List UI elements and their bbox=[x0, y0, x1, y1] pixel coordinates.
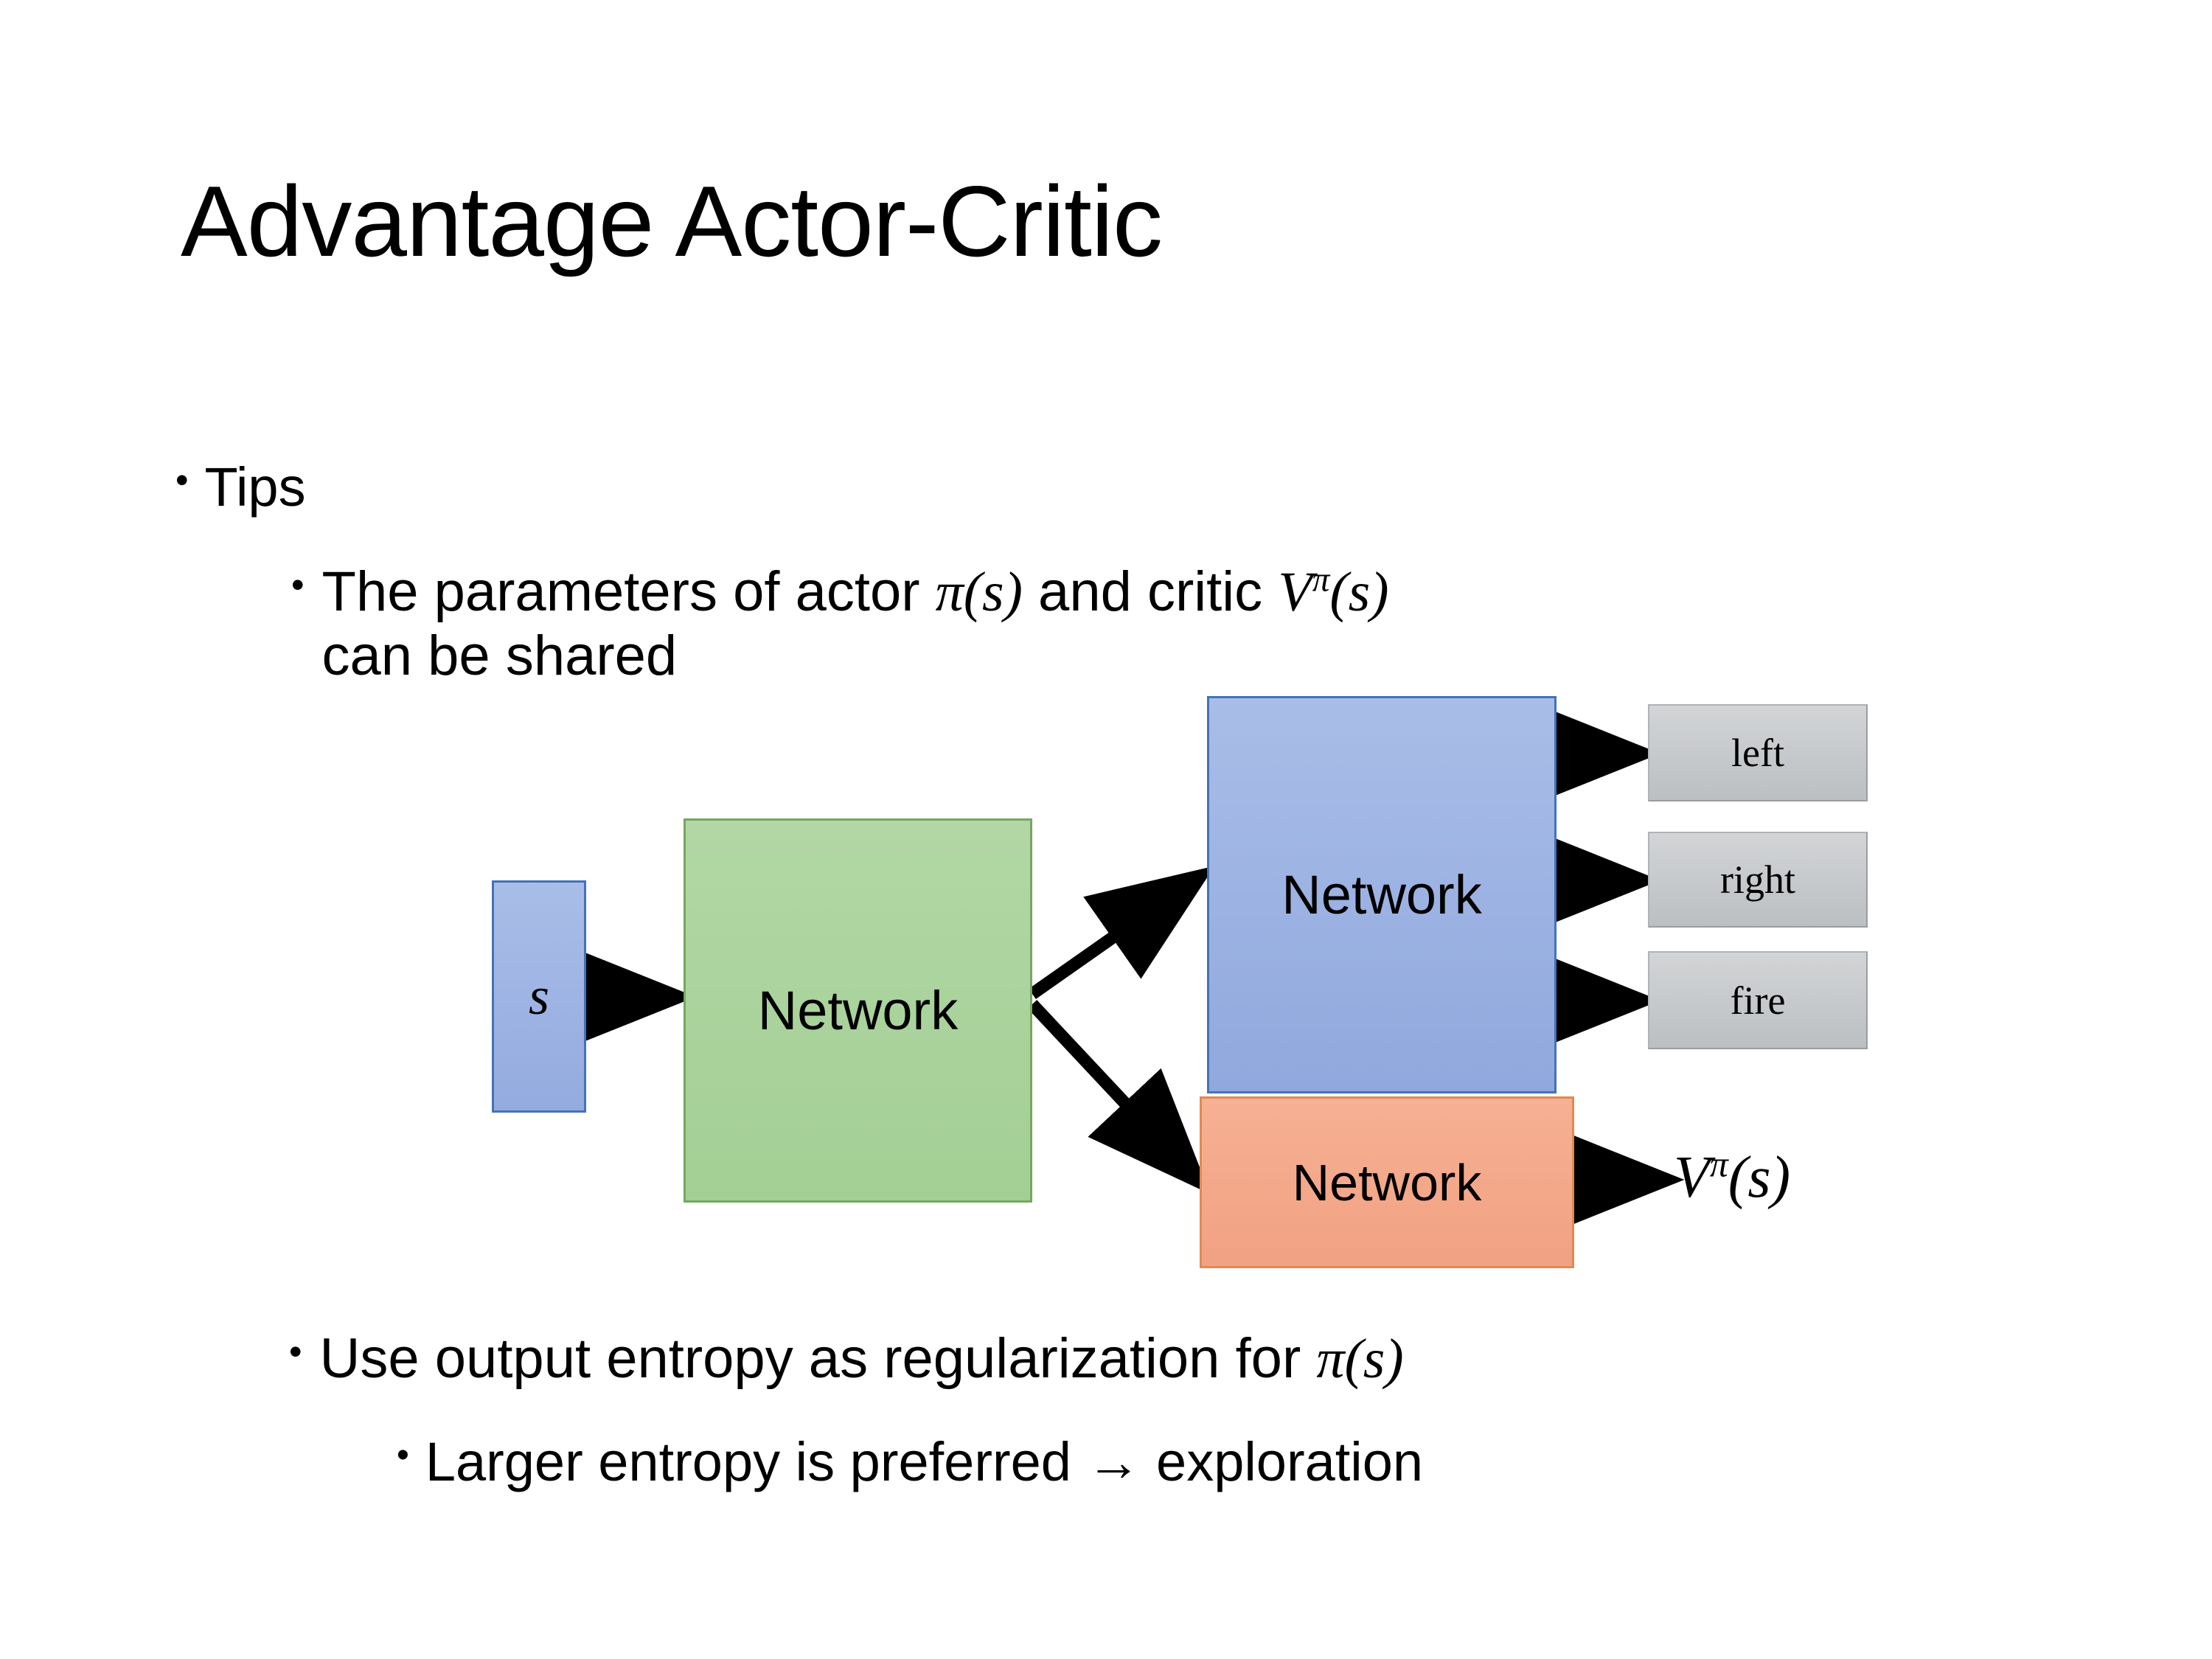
bullet-shared-label: The parameters of actor π(s) and critic … bbox=[322, 560, 2046, 688]
arrow-shared-to-critic bbox=[1027, 1000, 1211, 1194]
bullet-shared-line2: can be shared bbox=[321, 624, 678, 687]
value-v-argument: (s) bbox=[1728, 1145, 1791, 1210]
action-output-left-label: left bbox=[1731, 731, 1784, 775]
page-title: Advantage Actor-Critic bbox=[181, 165, 1163, 277]
shared-network-box: Network bbox=[684, 818, 1032, 1203]
bullet-shared-parameters: • The parameters of actor π(s) and criti… bbox=[291, 560, 2046, 688]
bullet-marker-icon: • bbox=[175, 459, 189, 501]
action-output-right: right bbox=[1648, 832, 1868, 928]
math-policy-pi: π(s) bbox=[1316, 1328, 1404, 1390]
bullet-tips-label: Tips bbox=[204, 456, 306, 518]
state-input-box: s bbox=[492, 880, 586, 1113]
bullet-entropy-regularization: • Use output entropy as regularization f… bbox=[289, 1327, 2132, 1391]
value-output-label: Vπ(s) bbox=[1674, 1144, 1790, 1211]
state-label: s bbox=[528, 967, 550, 1026]
math-value-function: Vπ(s) bbox=[1278, 561, 1388, 623]
bullet-entropy-label: Use output entropy as regularization for… bbox=[320, 1327, 2132, 1391]
critic-network-box: Network bbox=[1200, 1096, 1574, 1268]
actor-network-box: Network bbox=[1207, 696, 1557, 1093]
action-output-right-label: right bbox=[1720, 858, 1795, 902]
math-policy-pi: π(s) bbox=[935, 561, 1023, 623]
action-output-fire: fire bbox=[1648, 951, 1868, 1049]
critic-network-label: Network bbox=[1292, 1153, 1482, 1211]
bullet-marker-icon: • bbox=[397, 1436, 409, 1475]
action-output-left: left bbox=[1648, 704, 1868, 801]
bullet-tips: • Tips bbox=[175, 456, 306, 518]
bullet-larger-label: Larger entropy is preferred → exploratio… bbox=[425, 1431, 1424, 1492]
action-output-fire-label: fire bbox=[1730, 978, 1786, 1023]
bullet-shared-prefix: The parameters of actor bbox=[321, 560, 936, 623]
actor-network-label: Network bbox=[1281, 864, 1482, 925]
bullet-larger-entropy: • Larger entropy is preferred → explorat… bbox=[397, 1431, 2166, 1493]
math-v-superscript: π bbox=[1312, 560, 1330, 599]
shared-network-label: Network bbox=[757, 980, 959, 1041]
arrow-shared-to-actor bbox=[1029, 866, 1215, 999]
bullet-marker-icon: • bbox=[291, 564, 305, 605]
math-v-base: V bbox=[1278, 561, 1312, 623]
bullet-marker-icon: • bbox=[289, 1331, 302, 1372]
math-v-argument: (s) bbox=[1329, 561, 1389, 623]
value-v-base: V bbox=[1674, 1145, 1710, 1210]
bullet-shared-mid: and critic bbox=[1022, 560, 1279, 623]
bullet-entropy-prefix: Use output entropy as regularization for bbox=[319, 1327, 1317, 1390]
value-v-superscript: π bbox=[1709, 1144, 1728, 1185]
